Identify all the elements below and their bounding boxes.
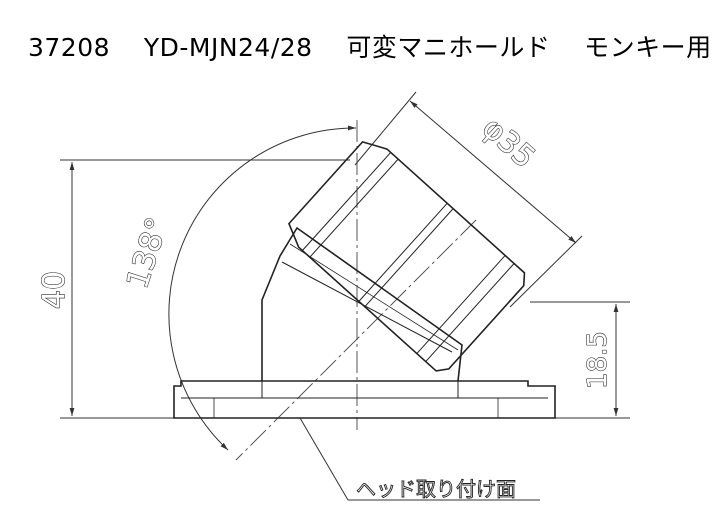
- tube-rib-1: [358, 202, 448, 302]
- extension-line-d35-lower: [509, 235, 583, 308]
- dimension-line-d35: [409, 100, 577, 244]
- dimension-height-40: [60, 159, 350, 419]
- dimension-label-40: 40: [37, 271, 72, 309]
- leader-head-mount: [299, 417, 540, 501]
- centerline-outlet: [235, 219, 477, 461]
- tube-groove-1: [302, 152, 392, 251]
- body-outline: [261, 226, 463, 382]
- flange-outline: [173, 380, 556, 419]
- angle-arc-138: [168, 125, 357, 451]
- angle-label-138: 138°: [120, 213, 176, 293]
- dimension-height-18-5: [530, 301, 630, 419]
- part-number: 37208: [28, 33, 111, 62]
- dimension-label-18-5: 18.5: [583, 331, 613, 389]
- tube-groove-2: [309, 158, 399, 258]
- tube-bead-1: [416, 255, 506, 354]
- centerlines: [235, 120, 477, 461]
- mounting-flange: [173, 380, 556, 419]
- dimension-diameter-35: [354, 91, 583, 308]
- application: モンキー用: [584, 33, 712, 62]
- body-inner-line: [281, 261, 453, 353]
- tube-rib-2: [364, 208, 454, 308]
- product-name: 可変マニホールド: [346, 33, 551, 62]
- page-title: 37208 YD-MJN24/28 可変マニホールド モンキー用: [28, 28, 712, 64]
- tube-outline: [288, 140, 526, 372]
- outlet-tube: [288, 140, 526, 372]
- leader-label: ヘッド取り付け面: [356, 477, 516, 501]
- extension-line-d35-upper: [354, 91, 417, 166]
- leader-line: [299, 417, 349, 501]
- model-code: YD-MJN24/28: [143, 33, 313, 62]
- tube-bead-2: [425, 263, 515, 362]
